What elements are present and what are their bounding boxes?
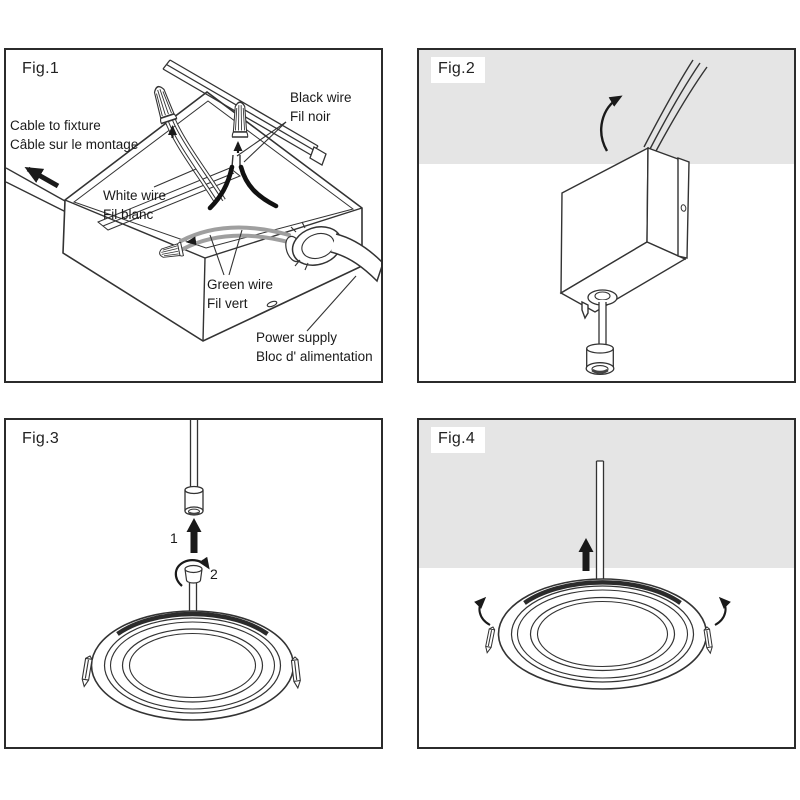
rim-shading [116,611,269,636]
wire-nut-white [153,85,178,125]
fig4-drawing [419,420,794,690]
hanging-stem [585,289,618,375]
rod-connector [184,485,204,516]
fig1-drawing [6,59,381,342]
black-wires [207,164,279,211]
push-up-arrow-icon [578,538,594,571]
twist-left-arrow-icon [186,236,197,246]
leader-lines [153,121,357,332]
wire-nut-green [159,241,184,258]
hanging-rod [189,420,199,488]
label-white-wire: White wire Fil blanc [103,188,167,222]
figure4-panel: Fig.4 [417,418,796,749]
cable-to-fixture-lines [6,167,69,214]
figure1-title: Fig.1 [22,60,60,77]
mounting-hole [680,204,687,212]
fig3-drawing [81,420,301,721]
cable-direction-arrow-icon [24,166,60,189]
figure1-panel: Fig.1 Cable to fixture Câble sur le mont… [4,48,383,383]
spring-clip-right [703,626,713,655]
figure3-panel: Fig.3 1 2 [4,418,383,749]
power-supply-box [559,146,690,320]
rotate-up-arrow-icon [600,95,623,152]
clip-swing-arrow-left-icon [474,596,491,626]
downlight-fixture [90,610,295,721]
label-black-wire: Black wire Fil noir [290,90,352,124]
spring-clip-left [81,655,93,688]
label-cable-to-fixture: Cable to fixture Câble sur le montage [10,118,139,152]
downlight-fixture [497,578,708,690]
step2-rotate-arrow-icon [174,556,210,587]
step-number-2: 2 [210,566,218,582]
spring-clip-left [485,626,496,654]
figure4-title: Fig.4 [431,427,486,453]
fig2-drawing [419,50,794,375]
step-number-1: 1 [170,530,178,546]
figure2-panel: Fig.2 [417,48,796,383]
label-green-wire: Green wire Fil vert [207,277,274,311]
figure2-title: Fig.2 [431,57,486,83]
supply-cables [643,59,708,152]
power-cable [330,233,381,283]
fixture-stem [188,583,198,611]
label-power-supply: Power supply Bloc d' alimentation [256,330,373,364]
figure3-title: Fig.3 [22,430,60,447]
stem-coupler [184,564,203,584]
wire-nut-black [231,101,249,138]
rim-shading [523,580,682,605]
spring-clip-right [290,656,301,690]
fixture-rod [595,460,605,579]
step1-up-arrow-icon [186,518,202,553]
cable-gland [285,221,343,271]
clip-swing-arrow-right-icon [714,596,731,626]
